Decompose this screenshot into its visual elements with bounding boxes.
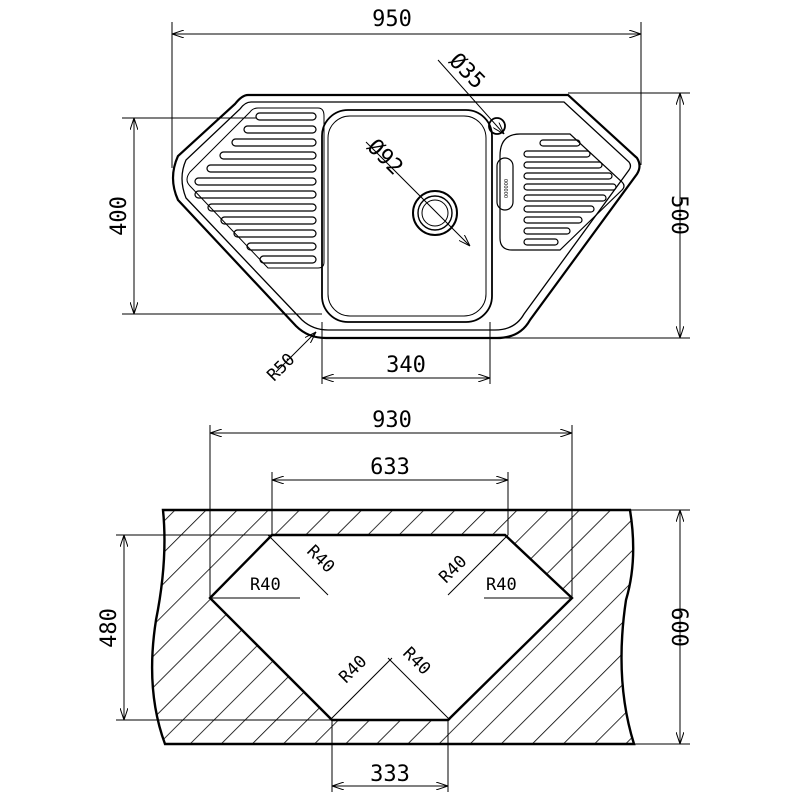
drain-diameter-label: Ø92 [362,135,408,181]
main-bowl-outer [321,109,493,323]
drain-icon [412,190,458,236]
countertop-section [150,508,636,746]
corner-radius-leader [275,332,316,373]
sink-inner-outline [181,101,632,331]
radius-leader-5 [329,657,393,721]
tap-hole-diameter-label: Ø35 [444,49,490,95]
radius-leader-1 [267,534,329,596]
left-drainer-grooves [194,112,317,264]
overflow-slot [496,157,514,211]
radius-leader-6 [387,657,451,721]
cutout-width-label: 930 [372,408,412,433]
corner-radius-label: R50 [263,350,299,386]
left-drainer-border [186,107,325,269]
main-bowl-inner [327,115,487,317]
sink-top-view: Ø92 Ø35 000000 950 400 [107,7,691,386]
tap-hole-leader [437,59,504,134]
countertop-cutout-view: R40 R40 R40 R40 R40 R40 930 633 480 600 [97,408,691,792]
right-drainer-border [499,133,625,251]
radius-label-4: R40 [486,575,517,595]
radius-label-2: R40 [250,575,281,595]
radius-label-1: R40 [302,541,338,577]
inner-top-width-label: 633 [370,455,410,480]
right-drainer-grooves [523,139,617,246]
overflow-label: 000000 [504,179,510,198]
cutout-depth-left-label: 480 [97,608,122,648]
drain-diameter-leader [365,141,470,246]
radius-label-3: R40 [435,552,471,588]
bottom-width-label: 333 [370,762,410,787]
cutout-depth-right-label: 600 [666,607,691,647]
overall-width-label: 950 [372,7,412,32]
depth-left-label: 400 [107,196,132,236]
radius-leader-3 [447,534,509,596]
radius-label-5: R40 [335,652,371,688]
depth-right-label: 500 [666,195,691,235]
bowl-width-label: 340 [386,353,426,378]
